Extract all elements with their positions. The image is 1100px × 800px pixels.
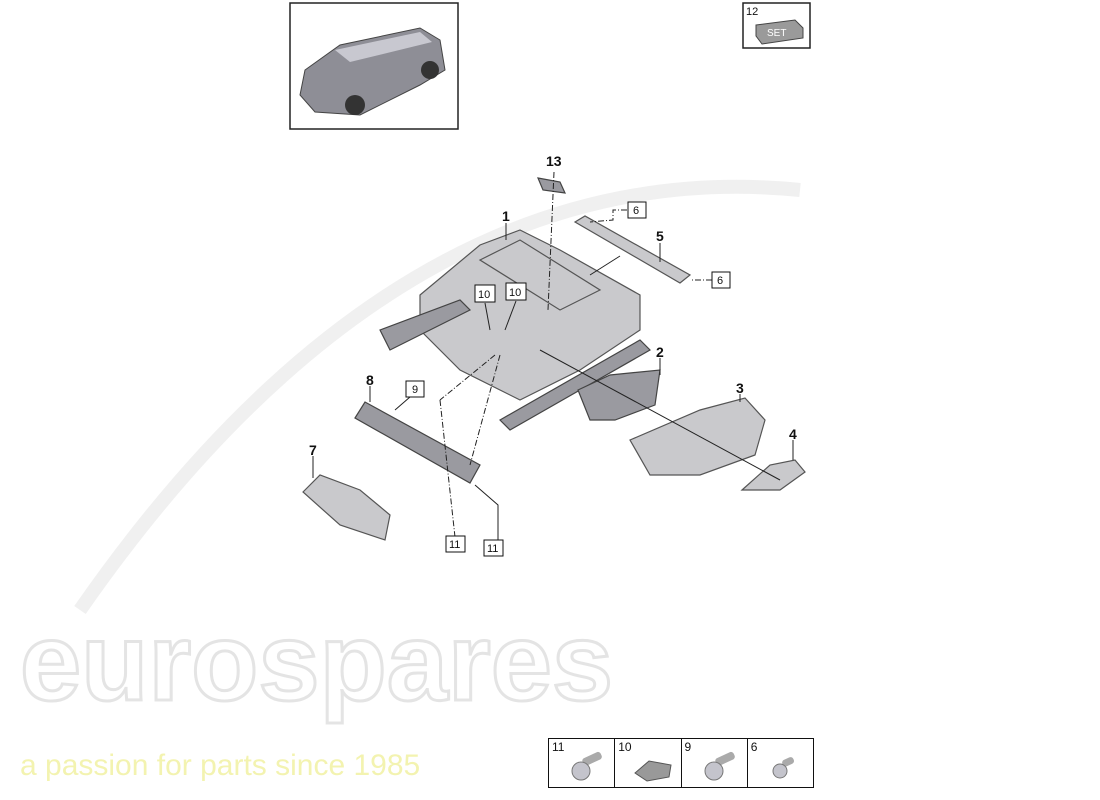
fastener-legend: 11 10 9 6: [548, 738, 814, 788]
boxed-ref-6[interactable]: 6: [627, 201, 647, 219]
boxed-ref-11[interactable]: 11: [483, 539, 504, 557]
boxed-ref-label: 11: [487, 543, 498, 555]
seat-frame-part-1[interactable]: [379, 229, 651, 431]
cross-rail-part-5[interactable]: [573, 215, 692, 284]
cover-part-3[interactable]: [629, 397, 766, 476]
boxed-ref-9[interactable]: 9: [405, 380, 425, 398]
boxed-ref-label: 6: [717, 275, 723, 287]
legend-item-11[interactable]: 11: [549, 739, 616, 787]
callout-8: 8: [366, 372, 374, 388]
bracket-part-2[interactable]: [577, 369, 661, 421]
boxed-ref-6[interactable]: 6: [711, 271, 731, 289]
screw-icon: [571, 751, 602, 781]
callout-3: 3: [736, 380, 744, 396]
boxed-ref-11[interactable]: 11: [445, 535, 466, 553]
callout-1: 1: [502, 208, 510, 224]
screw-icon: [704, 751, 735, 781]
boxed-ref-label: 9: [412, 384, 418, 396]
legend-item-10[interactable]: 10: [615, 739, 682, 787]
callout-5: 5: [656, 228, 664, 244]
boxed-ref-label: 10: [478, 289, 490, 301]
leader-lines: [312, 171, 794, 540]
suv-car-icon: [299, 27, 446, 116]
callout-2: 2: [656, 344, 664, 360]
legend-number: 11: [552, 740, 565, 754]
set-number: 12: [746, 6, 758, 18]
boxed-ref-label: 11: [449, 539, 460, 551]
boxed-ref-label: 6: [633, 205, 639, 217]
vehicle-thumbnail[interactable]: [289, 2, 459, 130]
set-label: SET: [767, 28, 786, 39]
legend-number: 9: [684, 740, 692, 754]
callout-13: 13: [546, 153, 562, 169]
watermark-tagline: a passion for parts since 1985: [20, 749, 420, 782]
legend-item-9[interactable]: 9: [682, 739, 748, 787]
legend-item-6[interactable]: 6: [748, 739, 813, 787]
boxed-ref-label: 10: [509, 287, 521, 299]
callout-4: 4: [789, 426, 797, 442]
boxed-ref-10[interactable]: 10: [474, 284, 496, 303]
watermark: eurospares a passion for parts since 198…: [19, 179, 801, 782]
legend-number: 10: [618, 740, 632, 754]
bracket-part-13[interactable]: [537, 177, 566, 194]
callout-7: 7: [309, 442, 317, 458]
legend-number: 6: [750, 740, 758, 754]
boxed-ref-10[interactable]: 10: [505, 282, 527, 301]
set-item-12[interactable]: 12 SET: [742, 2, 811, 49]
rail-part-8[interactable]: [354, 401, 481, 484]
clip-nut-icon: [634, 760, 672, 782]
short-screw-icon: [772, 757, 794, 779]
watermark-brand: eurospares: [20, 601, 613, 724]
switch-part-4[interactable]: [740, 459, 806, 491]
cover-part-7[interactable]: [302, 474, 391, 541]
